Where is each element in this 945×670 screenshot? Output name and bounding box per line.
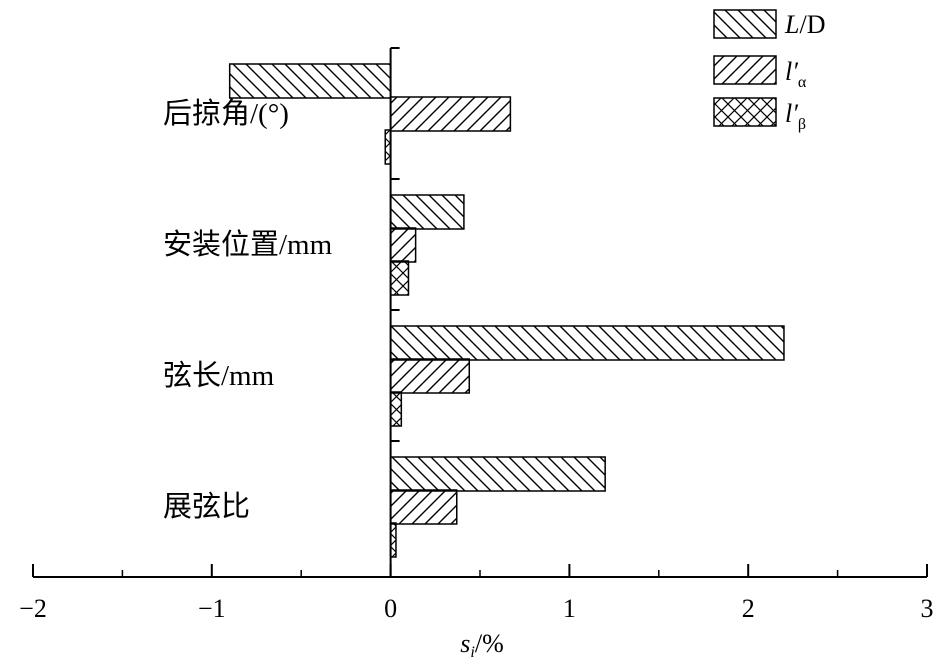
category-label: 后掠角/(°) [163, 97, 289, 130]
x-tick-label: 1 [563, 594, 576, 623]
x-axis-title: si/% [460, 629, 503, 661]
category-label: 安装位置/mm [163, 228, 333, 261]
bar-l-3 [389, 489, 458, 525]
x-tick-label: 3 [921, 594, 934, 623]
x-tick-label: 0 [384, 594, 397, 623]
legend-item-ld: L/D [713, 9, 825, 39]
category-label: 展弦比 [163, 490, 250, 523]
bar-l-1 [389, 260, 410, 296]
bar-l-d-3 [389, 456, 606, 492]
bars-layer [228, 63, 785, 558]
x-tick-label: 2 [742, 594, 755, 623]
category-label: 弦长/mm [163, 359, 275, 392]
legend: L/D l′α l′β [713, 9, 825, 133]
bar-l-d-2 [389, 325, 785, 361]
legend-item-l-beta: l′β [713, 97, 806, 133]
bar-l-d-0 [228, 63, 392, 99]
bar-l-d-1 [389, 194, 465, 230]
bar-l-0 [389, 96, 512, 132]
legend-item-l-alpha: l′α [713, 55, 807, 91]
x-tick-label: −1 [198, 594, 226, 623]
bar-l-1 [389, 227, 417, 263]
category-labels: 后掠角/(°) 安装位置/mm 弦长/mm 展弦比 [163, 97, 333, 523]
legend-swatch-l-beta [713, 97, 777, 127]
bar-l-2 [389, 358, 471, 394]
bar-l-2 [389, 391, 403, 427]
legend-label-l-beta: l′β [785, 99, 806, 133]
y-axis [389, 47, 400, 577]
x-axis: −2 −1 0 1 2 3 [19, 564, 934, 623]
legend-swatch-ld [713, 9, 777, 39]
legend-label-l-alpha: l′α [785, 57, 807, 91]
legend-swatch-l-alpha [713, 55, 777, 85]
x-tick-label: −2 [19, 594, 47, 623]
legend-label-ld: L/D [784, 10, 825, 39]
